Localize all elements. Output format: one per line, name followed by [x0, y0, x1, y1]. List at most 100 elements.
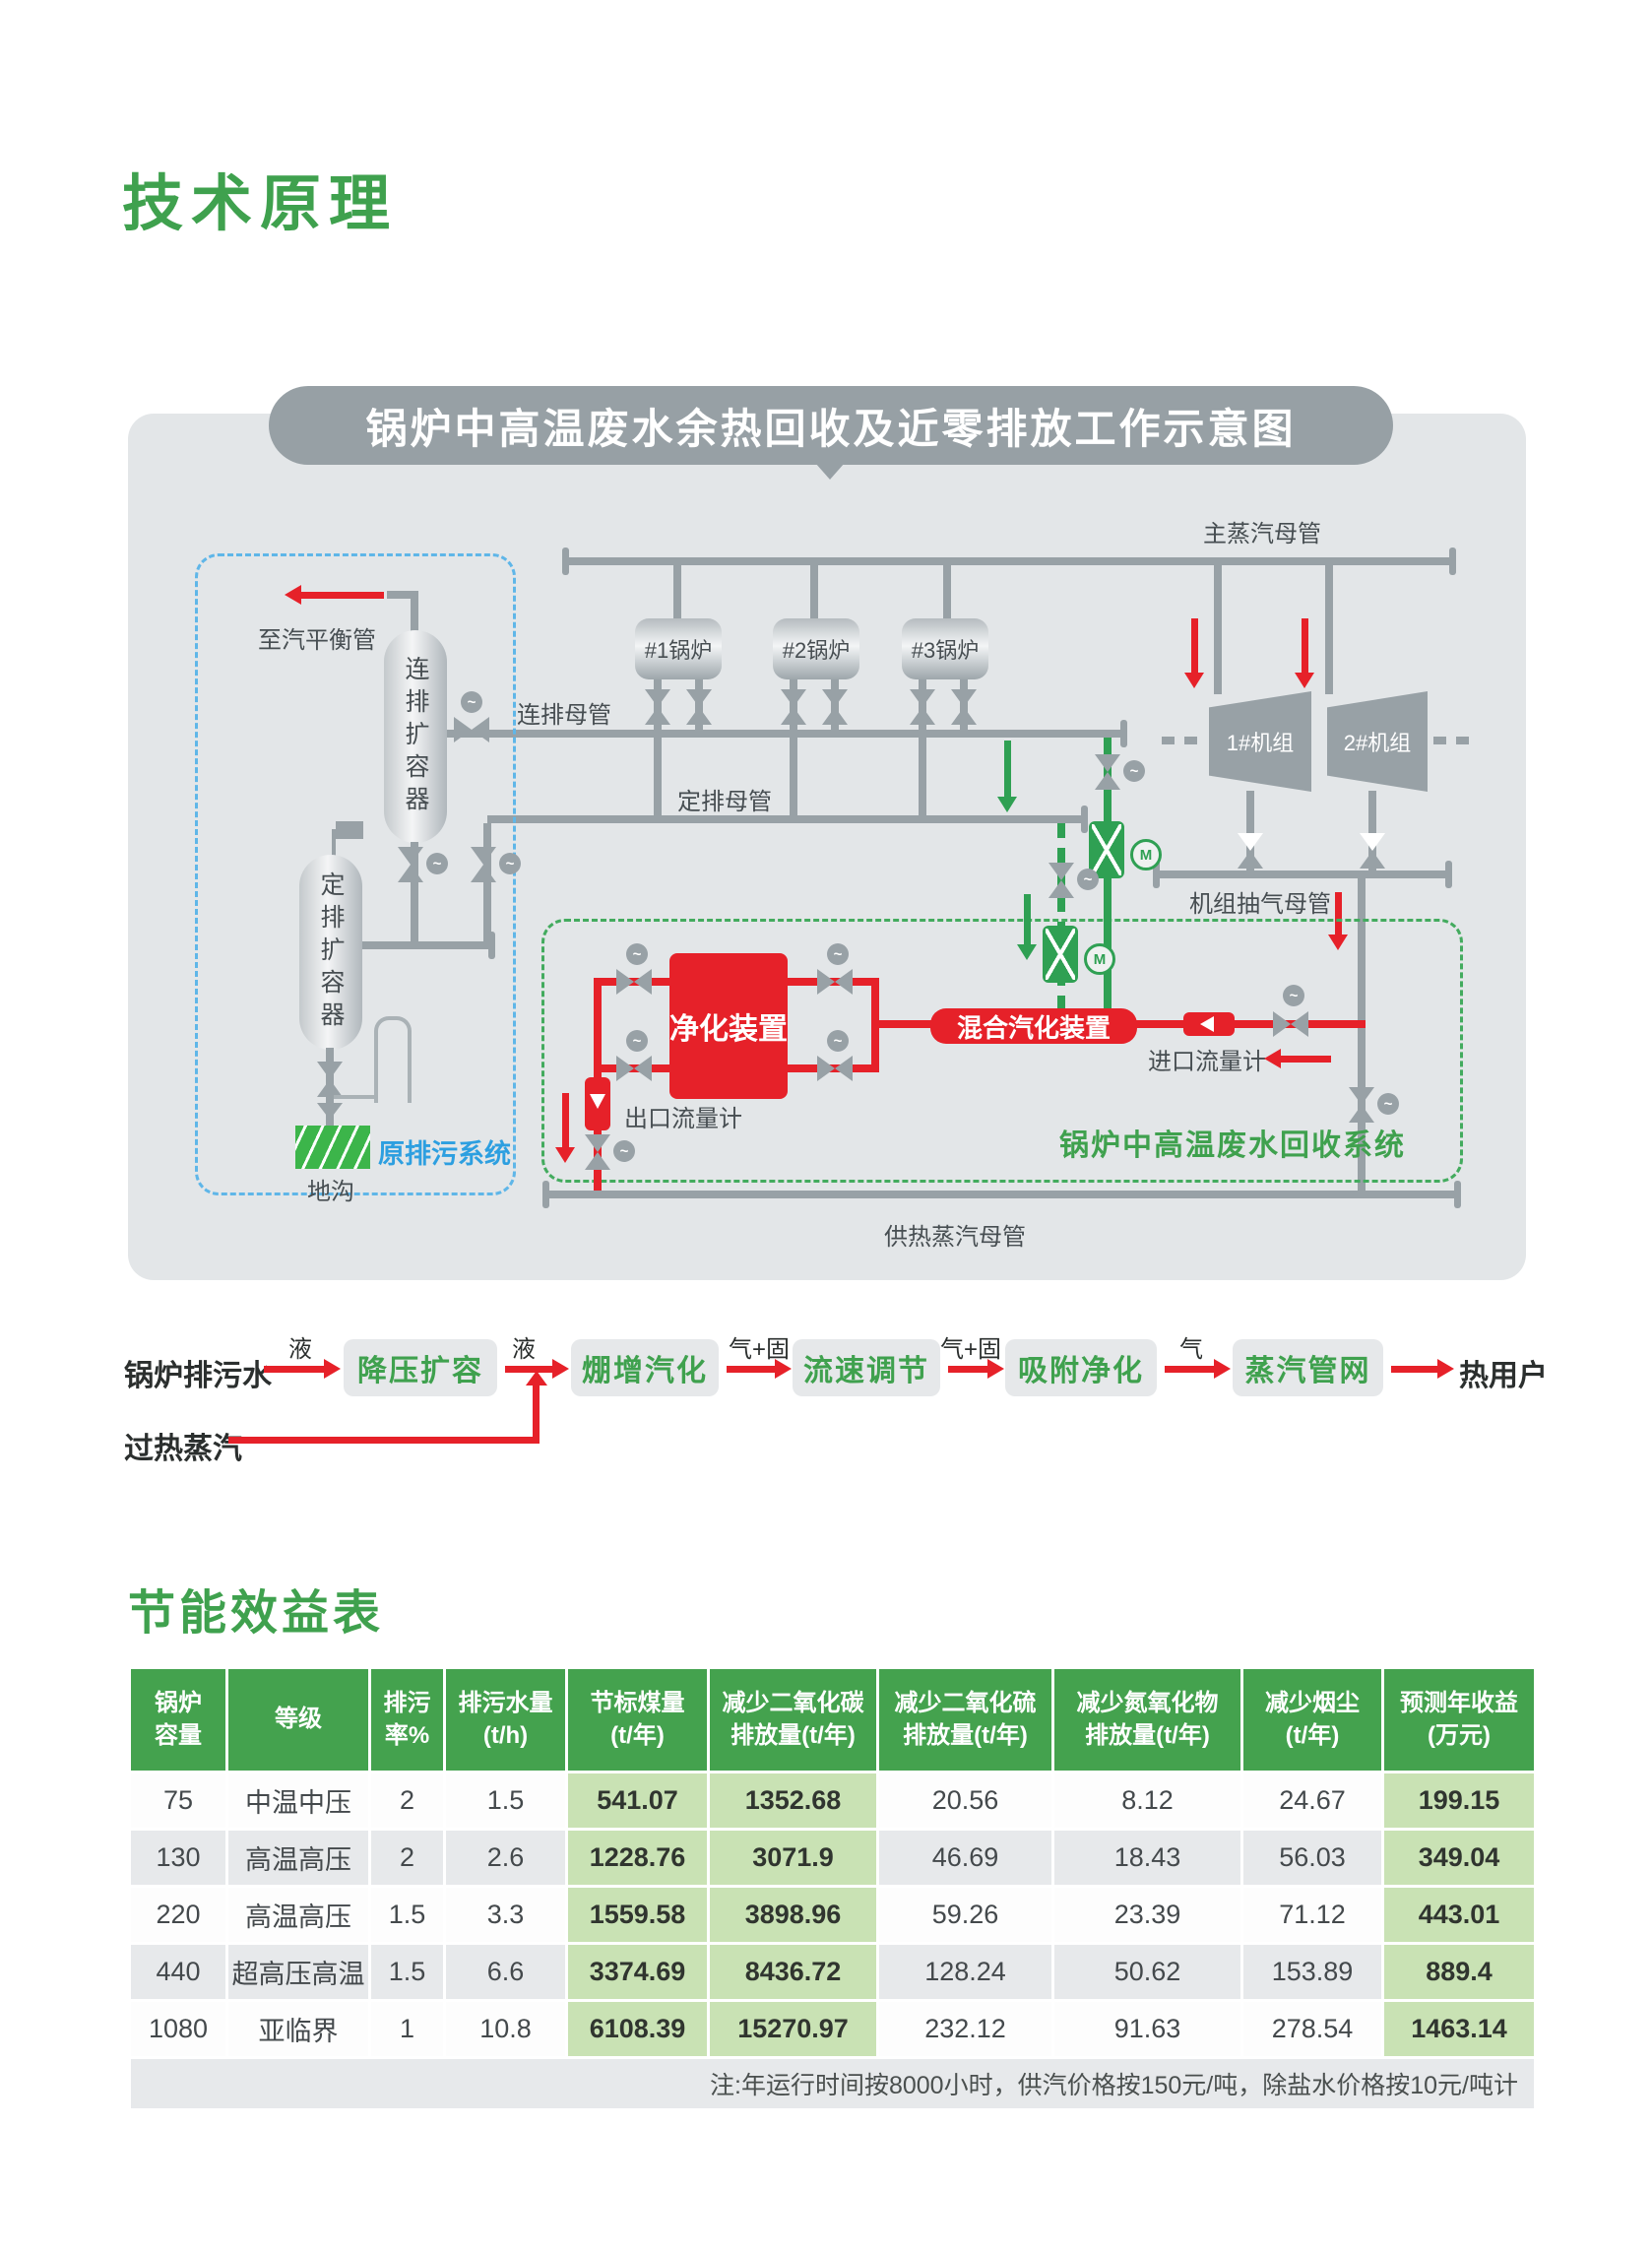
flow-arrow-icon [1264, 1049, 1331, 1068]
gauge-icon: ~ [1123, 760, 1145, 782]
table-cell: 6108.39 [568, 2002, 707, 2056]
table-cell: 3.3 [446, 1888, 565, 1942]
pipe-segment [1325, 565, 1333, 694]
flow-step-3: 流速调节 [793, 1339, 940, 1396]
pipe-segment [654, 679, 662, 819]
continuous-blowdown-flash-tank: 连排扩容器 [384, 630, 447, 843]
valve-icon [781, 689, 806, 725]
table-cell: 15270.97 [710, 2002, 876, 2056]
table-cell: 153.89 [1243, 1945, 1381, 1999]
table-cell: 130 [131, 1831, 225, 1885]
table-note: 注:年运行时间按8000小时，供汽价格按150元/吨，除盐水价格按10元/吨计 [131, 2059, 1534, 2108]
flow-arrow-icon [1165, 1359, 1231, 1379]
pipe-end-cap [1081, 806, 1088, 833]
valve-icon [616, 969, 652, 995]
outlet-flow-meter [585, 1077, 610, 1130]
trench-label: 地沟 [307, 1179, 354, 1205]
table-cell: 349.04 [1384, 1831, 1534, 1885]
pipe-segment [810, 565, 818, 620]
gauge-icon: ~ [461, 691, 482, 713]
table-cell: 中温中压 [228, 1773, 368, 1828]
turbine-shaft-icon [1433, 737, 1475, 744]
gauge-icon: ~ [613, 1140, 635, 1162]
pipe-segment [487, 815, 1088, 823]
valve-icon [1273, 1011, 1308, 1037]
table-cell: 3898.96 [710, 1888, 876, 1942]
valve-icon [1048, 863, 1074, 898]
flow-step-2: 焩增汽化 [571, 1339, 719, 1396]
table-header-cell: 减少二氧化碳 排放量(t/年) [710, 1669, 876, 1771]
heating-steam-header-label: 供热蒸汽母管 [884, 1224, 1026, 1251]
gauge-icon: ~ [499, 853, 521, 874]
valve-icon [1360, 833, 1385, 869]
flow-arrow-icon [727, 1359, 792, 1379]
benefits-table: 锅炉 容量等级排污 率%排污水量 (t/h)节标煤量 (t/年)减少二氧化碳 排… [131, 1669, 1534, 2108]
table-cell: 1228.76 [568, 1831, 707, 1885]
table-cell: 232.12 [879, 2002, 1051, 2056]
table-cell: 220 [131, 1888, 225, 1942]
periodic-blowdown-header-label: 定排母管 [677, 789, 772, 815]
phase-label: 液 [512, 1336, 536, 1363]
flow-arrow-icon [555, 1093, 575, 1163]
pipe-end-cap [1449, 548, 1456, 575]
recovery-system-label: 锅炉中高温废水回收系统 [1059, 1129, 1406, 1162]
valve-icon [910, 689, 935, 725]
table-cell: 1.5 [371, 1945, 443, 1999]
boiler-1: #1锅炉 [635, 618, 722, 679]
flow-arrow-icon [997, 741, 1017, 812]
gauge-icon: ~ [626, 1030, 648, 1052]
table-cell: 59.26 [879, 1888, 1051, 1942]
flow-step-4: 吸附净化 [1005, 1339, 1157, 1396]
turbine-shaft-icon [1162, 737, 1203, 744]
valve-icon [822, 689, 848, 725]
original-blowdown-system-label: 原排污系统 [378, 1139, 511, 1169]
phase-label: 液 [288, 1336, 312, 1363]
phase-label: 气 [1179, 1336, 1203, 1363]
gauge-icon: ~ [1077, 869, 1099, 890]
flow-arrow-icon [1184, 618, 1204, 688]
flow-arrow-icon [526, 1371, 547, 1386]
pipe-segment [1214, 565, 1222, 694]
table-cell: 199.15 [1384, 1773, 1534, 1828]
table-cell: 2 [371, 1831, 443, 1885]
inlet-flow-meter-label: 进口流量计 [1148, 1049, 1266, 1075]
pipe-segment [533, 1383, 540, 1442]
unit-extraction-header-label: 机组抽气母管 [1189, 891, 1331, 918]
continuous-blowdown-header-label: 连排母管 [517, 702, 611, 729]
turbine-unit-2: 2#机组 [1327, 691, 1428, 792]
pipe-segment [871, 1020, 934, 1028]
pipe-end-cap [542, 1181, 549, 1208]
pipe-segment [1132, 1020, 1366, 1028]
gauge-icon: ~ [827, 1030, 849, 1052]
table-cell: 71.12 [1243, 1888, 1381, 1942]
pipe-end-cap [1454, 1181, 1461, 1208]
table-cell: 46.69 [879, 1831, 1051, 1885]
gauge-icon: ~ [1283, 985, 1304, 1006]
pipe-segment [1368, 791, 1376, 874]
pipe-segment [919, 679, 926, 819]
table-header-cell: 减少氮氧化物 排放量(t/年) [1054, 1669, 1240, 1771]
pipe-segment [483, 823, 491, 945]
mixing-vaporization-device: 混合汽化装置 [930, 1008, 1137, 1044]
table-cell: 18.43 [1054, 1831, 1240, 1885]
valve-icon [1238, 833, 1263, 869]
table-cell: 1559.58 [568, 1888, 707, 1942]
table-cell: 1.5 [371, 1888, 443, 1942]
gauge-icon: ~ [426, 853, 448, 874]
table-cell: 8.12 [1054, 1773, 1240, 1828]
to-steam-balance-label: 至汽平衡管 [258, 627, 376, 654]
table-cell: 50.62 [1054, 1945, 1240, 1999]
pipe-segment [594, 978, 602, 1072]
flow-source-label: 锅炉排污水 [124, 1360, 272, 1392]
table-title: 节能效益表 [128, 1587, 385, 1640]
table-cell: 2 [371, 1773, 443, 1828]
pipe-segment [1358, 878, 1366, 1194]
table-cell: 75 [131, 1773, 225, 1828]
table-cell: 超高压高温 [228, 1945, 368, 1999]
flow-step-1: 降压扩容 [344, 1339, 497, 1396]
motor-icon: M [1130, 839, 1162, 870]
turbine-unit-1: 1#机组 [1209, 691, 1311, 792]
flow-arrow-icon [1391, 1359, 1454, 1379]
